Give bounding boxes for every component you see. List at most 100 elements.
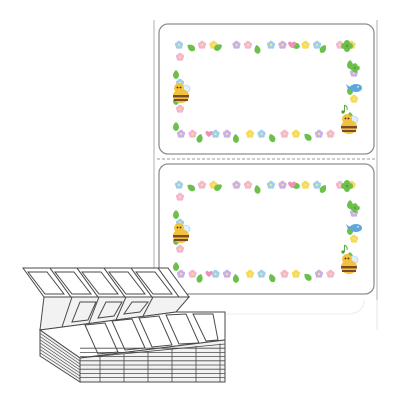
clover-icon <box>350 63 360 73</box>
leaf-icon <box>214 184 222 191</box>
flower-icon <box>232 40 241 49</box>
leaf-icon <box>269 134 276 143</box>
label-1-outline <box>158 23 375 155</box>
bluebird-icon <box>346 224 362 232</box>
fanfold-divider <box>142 296 154 317</box>
stack-layer-line <box>79 343 226 359</box>
bee-icon <box>173 223 191 243</box>
flower-icon <box>301 180 310 189</box>
bee-icon <box>341 254 359 274</box>
floral-border <box>173 180 362 283</box>
flower-icon <box>278 180 287 189</box>
flower-icon <box>314 269 324 278</box>
side-layer-line <box>39 352 81 380</box>
flower-icon <box>257 269 266 278</box>
flower-icon <box>222 269 232 278</box>
side-layer-line <box>39 342 81 371</box>
leaf-icon <box>304 273 312 281</box>
fanfold-label <box>97 301 123 319</box>
flower-icon <box>266 40 276 49</box>
leaf-icon <box>173 262 179 271</box>
fanfold-label <box>26 271 66 295</box>
fanfold-label <box>122 301 150 315</box>
music-note-icon <box>341 244 348 254</box>
leaf-icon <box>319 185 327 193</box>
leaf-icon <box>232 274 239 283</box>
leaf-icon <box>269 274 276 283</box>
flower-icon <box>301 40 310 49</box>
flower-icon <box>245 269 255 278</box>
flower-icon <box>280 129 289 138</box>
side-layer-line <box>39 339 81 368</box>
leaf-icon <box>187 44 196 52</box>
bee-icon <box>173 83 191 103</box>
heart-icon <box>288 181 296 189</box>
flower-icon <box>349 94 359 103</box>
flower-icon <box>291 129 301 138</box>
fanfold-side-layers <box>39 329 81 380</box>
leaf-icon <box>254 185 261 194</box>
fanfold-label <box>53 271 93 295</box>
fanfold-divider <box>115 296 127 321</box>
flower-icon <box>280 269 289 278</box>
flower-icon <box>175 192 185 201</box>
side-layer-line <box>39 349 81 377</box>
leaf-icon <box>319 45 327 53</box>
fanfold-label <box>192 313 219 342</box>
flower-icon <box>314 129 324 138</box>
flower-icon <box>349 234 359 243</box>
fanfold-stack-illustration <box>22 267 226 383</box>
flower-icon <box>209 180 218 189</box>
flower-icon <box>245 129 255 138</box>
flower-icon <box>266 180 276 189</box>
flower-icon <box>197 180 207 189</box>
flower-icon <box>232 180 241 189</box>
side-layer-line <box>39 329 81 359</box>
fanfold-top-row <box>22 267 190 298</box>
side-layer-line <box>39 332 81 362</box>
label-2-outline <box>158 163 375 295</box>
flower-icon <box>278 40 287 49</box>
side-layer-line <box>39 336 81 365</box>
flower-icon <box>174 180 184 189</box>
bee-icon <box>341 114 359 134</box>
label-card-1 <box>158 23 375 155</box>
floral-border <box>173 40 362 143</box>
fanfold-stack-layers <box>79 343 226 382</box>
flower-icon <box>243 180 253 189</box>
flower-icon <box>243 40 253 49</box>
flower-icon <box>257 129 266 138</box>
bluebird-icon <box>346 84 362 92</box>
leaf-icon <box>173 122 179 131</box>
fanfold-stack-block <box>38 311 226 383</box>
leaf-icon <box>254 45 261 54</box>
fanfold-label <box>134 271 174 295</box>
fanfold-label <box>107 271 147 295</box>
clover-icon <box>350 203 360 213</box>
flower-icon <box>211 269 220 278</box>
leaf-icon <box>173 210 179 219</box>
flower-icon <box>209 40 218 49</box>
flower-icon <box>312 40 322 49</box>
flower-icon <box>175 52 185 61</box>
fanfold-label <box>71 301 97 323</box>
flower-icon <box>312 180 322 189</box>
flower-icon <box>188 129 197 138</box>
leaf-icon <box>304 133 312 141</box>
heart-icon <box>205 130 213 137</box>
flower-icon <box>175 104 185 113</box>
leaf-icon <box>214 44 222 51</box>
heart-icon <box>288 41 296 49</box>
fanfold-divider <box>61 296 73 328</box>
flower-icon <box>326 269 335 278</box>
label-card-2 <box>158 163 375 295</box>
leaf-icon <box>173 70 179 79</box>
music-note-icon <box>341 104 348 114</box>
flower-icon <box>222 129 232 138</box>
clover-icon <box>341 180 353 192</box>
leaf-icon <box>196 134 203 143</box>
side-layer-line <box>39 345 81 374</box>
flower-icon <box>197 40 207 49</box>
